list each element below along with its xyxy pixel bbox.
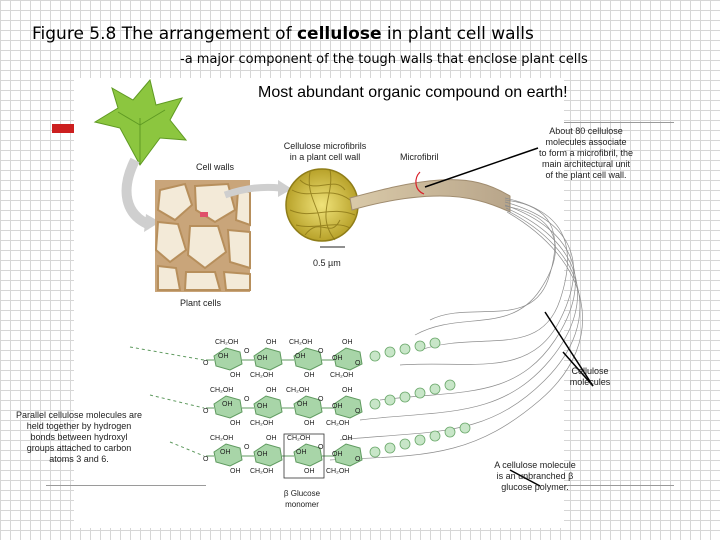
label-o: O	[355, 360, 361, 367]
microfibrils-micrograph	[285, 168, 359, 242]
cellulose-strands	[329, 197, 583, 461]
label-oh: OH	[304, 420, 315, 427]
rule-bottom-left	[46, 485, 206, 486]
label-ch2oh: CH₂OH	[289, 339, 312, 346]
label-oh: OH	[230, 372, 241, 379]
label-o: O	[203, 360, 209, 367]
label-oh: OH	[332, 355, 343, 362]
figure-subtitle: -a major component of the tough walls th…	[180, 52, 588, 67]
label-ch2oh: CH₂OH	[250, 468, 273, 475]
glucose-monomer-box	[283, 433, 325, 479]
label-o: O	[318, 396, 324, 403]
label-ch2oh: CH₂OH	[286, 387, 309, 394]
accent-bar	[52, 124, 74, 133]
label-oh: OH	[266, 435, 277, 442]
label-oh: OH	[295, 353, 306, 360]
label-parallel-molecules: Parallel cellulose molecules are held to…	[15, 410, 143, 464]
rule-bottom-right	[564, 485, 674, 486]
label-ch2oh: CH₂OH	[210, 435, 233, 442]
arrow-cells-to-microfibrils	[223, 183, 281, 199]
label-oh: OH	[218, 353, 229, 360]
headline: Most abundant organic compound on earth!	[258, 84, 568, 101]
label-oh: OH	[342, 435, 353, 442]
label-oh: OH	[230, 420, 241, 427]
label-ch2oh: CH₂OH	[326, 420, 349, 427]
chem-labels: CH₂OH OH CH₂OH OH OH O O OH OH O OH O OH…	[203, 339, 361, 475]
label-ch2oh: CH₂OH	[250, 372, 273, 379]
label-ch2oh: CH₂OH	[210, 387, 233, 394]
label-unbranched-polymer: A cellulose molecule is an unbranched β …	[494, 460, 576, 492]
microfibril-tube	[349, 179, 511, 213]
arrow-leaf-to-cells	[121, 157, 153, 230]
microfibril-marker	[415, 171, 425, 195]
label-o: O	[355, 456, 361, 463]
rule-top-right	[564, 122, 674, 123]
label-ch2oh: CH₂OH	[330, 372, 353, 379]
label-ch2oh: CH₂OH	[287, 435, 310, 442]
label-oh: OH	[222, 401, 233, 408]
label-ch2oh: CH₂OH	[326, 468, 349, 475]
label-oh: OH	[257, 355, 268, 362]
label-oh: OH	[304, 468, 315, 475]
plant-cells-image	[154, 180, 251, 292]
label-cellulose-microfibrils: Cellulose microfibrils in a plant cell w…	[283, 141, 367, 162]
label-o: O	[355, 408, 361, 415]
label-cell-walls: Cell walls	[196, 162, 235, 172]
label-oh: OH	[332, 403, 343, 410]
label-oh: OH	[220, 449, 231, 456]
label-oh: OH	[257, 451, 268, 458]
label-o: O	[244, 444, 250, 451]
label-ch2oh: CH₂OH	[215, 339, 238, 346]
label-o: O	[318, 348, 324, 355]
label-oh: OH	[257, 403, 268, 410]
label-oh: OH	[296, 449, 307, 456]
label-oh: OH	[342, 387, 353, 394]
label-oh: OH	[266, 387, 277, 394]
label-oh: OH	[332, 451, 343, 458]
arrowhead-icon	[144, 214, 160, 232]
label-o: O	[244, 348, 250, 355]
leaf-icon	[93, 78, 188, 166]
label-about-80-molecules: About 80 cellulose molecules associate t…	[538, 126, 634, 180]
label-ch2oh: CH₂OH	[250, 420, 273, 427]
label-glucose-monomer: β Glucose monomer	[283, 489, 321, 509]
label-oh: OH	[266, 339, 277, 346]
label-o: O	[203, 408, 209, 415]
label-oh: OH	[230, 468, 241, 475]
label-oh: OH	[304, 372, 315, 379]
arrowhead-icon	[278, 180, 292, 197]
cellulose-chains	[129, 337, 471, 479]
label-o: O	[318, 444, 324, 451]
label-microfibril: Microfibril	[400, 152, 439, 162]
label-o: O	[244, 396, 250, 403]
label-oh: OH	[297, 401, 308, 408]
label-plant-cells: Plant cells	[180, 298, 222, 308]
label-o: O	[203, 456, 209, 463]
figure-title: Figure 5.8 The arrangement of cellulose …	[32, 24, 534, 44]
callout-lines	[424, 147, 594, 487]
label-cellulose-molecules: Cellulose molecules	[569, 366, 611, 387]
label-oh: OH	[342, 339, 353, 346]
label-scale: 0.5 µm	[313, 258, 341, 268]
